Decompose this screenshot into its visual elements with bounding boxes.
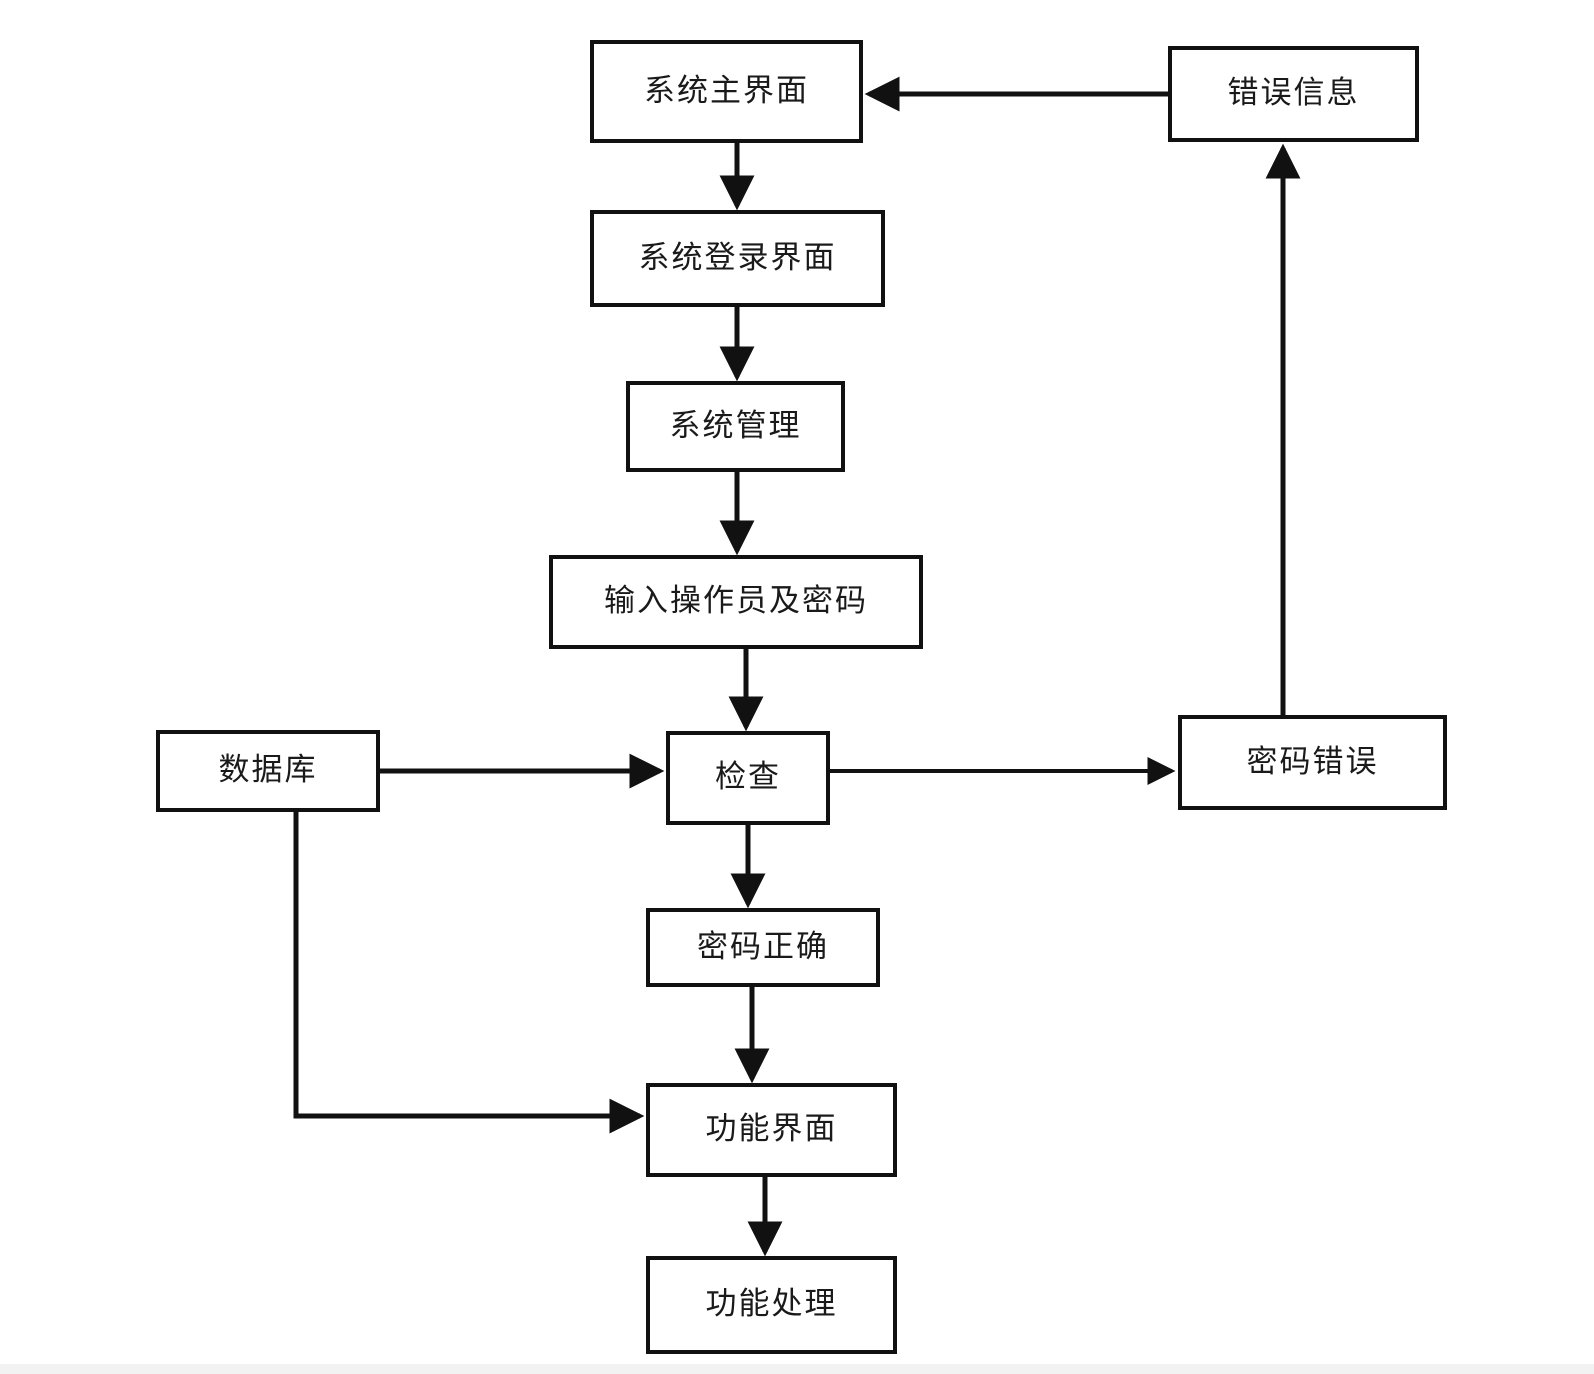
edge-database-to-func-ui: [293, 810, 645, 1134]
node-box-error-info[interactable]: [1168, 46, 1419, 142]
node-box-database[interactable]: [156, 730, 380, 812]
node-box-check[interactable]: [666, 731, 830, 825]
node-box-main-ui[interactable]: [590, 40, 863, 143]
node-box-pwd-wrong[interactable]: [1178, 715, 1447, 810]
node-box-pwd-correct[interactable]: [646, 908, 880, 987]
bottom-edge-strip: [0, 1364, 1594, 1374]
node-box-login-ui[interactable]: [590, 210, 885, 307]
node-box-func-process[interactable]: [646, 1256, 897, 1354]
node-box-sys-manage[interactable]: [626, 381, 845, 472]
node-box-func-ui[interactable]: [646, 1083, 897, 1177]
node-box-input-cred[interactable]: [549, 555, 923, 649]
